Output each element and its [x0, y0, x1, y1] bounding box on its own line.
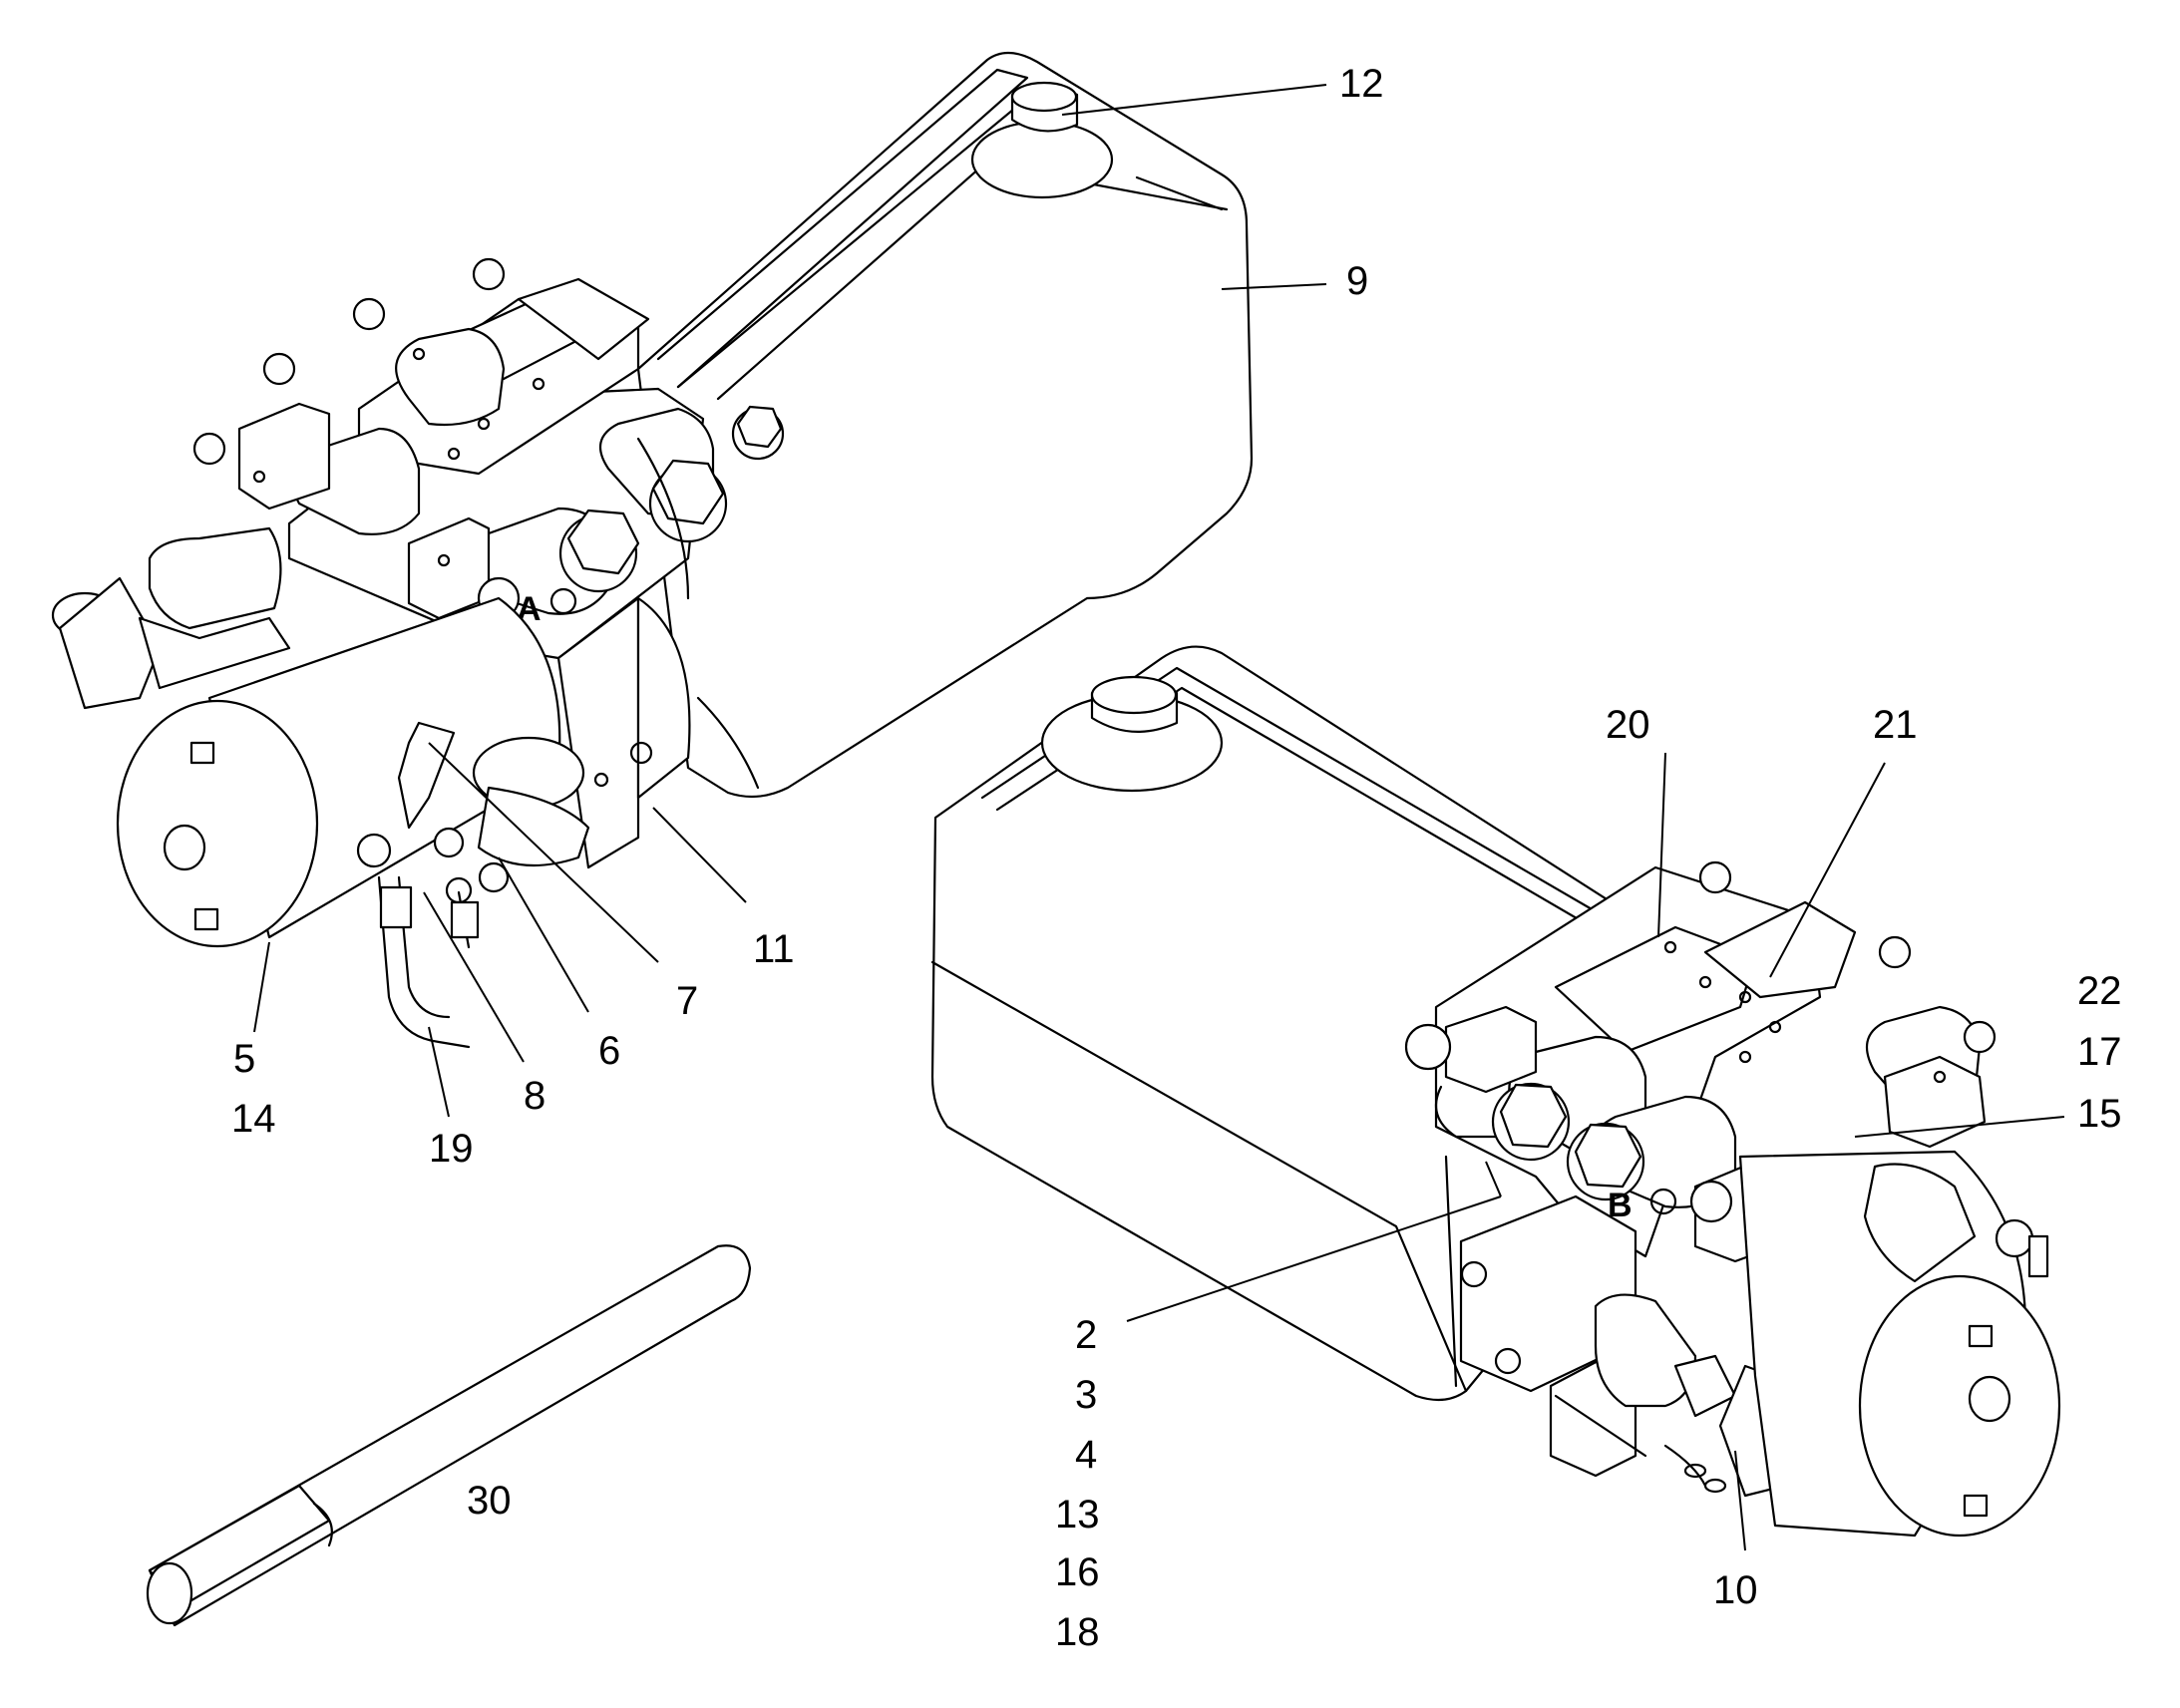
right-electric-motor: [1738, 1150, 2061, 1537]
callout-17: 17: [2077, 1030, 2122, 1074]
pump-handle: [146, 1244, 752, 1627]
callout-8: 8: [524, 1074, 545, 1118]
callout-5: 5: [233, 1037, 255, 1081]
left-valve-block: A: [192, 257, 785, 660]
right-valve-block: B: [1404, 860, 1997, 1263]
callout-labels: 12 9 11 7 6 8 19 5 14 20 21 22 17 15 2 3…: [231, 62, 2122, 1654]
callout-16: 16: [1055, 1550, 1100, 1594]
leader-lines: [253, 84, 2065, 1551]
callout-21: 21: [1873, 703, 1918, 747]
callout-7: 7: [676, 979, 698, 1023]
left-bracket-assembly: [356, 721, 653, 1049]
callout-4: 4: [1075, 1433, 1097, 1477]
callout-2: 2: [1075, 1313, 1097, 1357]
callout-12: 12: [1339, 62, 1384, 106]
callout-11: 11: [753, 927, 795, 971]
callout-13: 13: [1055, 1493, 1100, 1537]
callout-22: 22: [2077, 969, 2122, 1013]
right-power-unit: B: [930, 645, 2061, 1537]
callout-9: 9: [1346, 259, 1368, 303]
callout-20: 20: [1606, 703, 1650, 747]
callout-19: 19: [429, 1127, 474, 1171]
left-filler-cap: [970, 81, 1114, 199]
callout-10: 10: [1713, 1568, 1758, 1612]
callout-3: 3: [1075, 1373, 1097, 1417]
left-hose: [636, 437, 690, 600]
left-hand-pump-socket: [51, 526, 291, 710]
callout-15: 15: [2077, 1092, 2122, 1136]
right-filler-cap: [1040, 675, 1224, 793]
callout-14: 14: [231, 1097, 276, 1141]
left-power-unit: A: [51, 51, 1254, 1049]
left-electric-motor: [116, 596, 561, 948]
callout-30: 30: [467, 1479, 512, 1523]
callout-18: 18: [1055, 1610, 1100, 1654]
callout-6: 6: [598, 1029, 620, 1073]
